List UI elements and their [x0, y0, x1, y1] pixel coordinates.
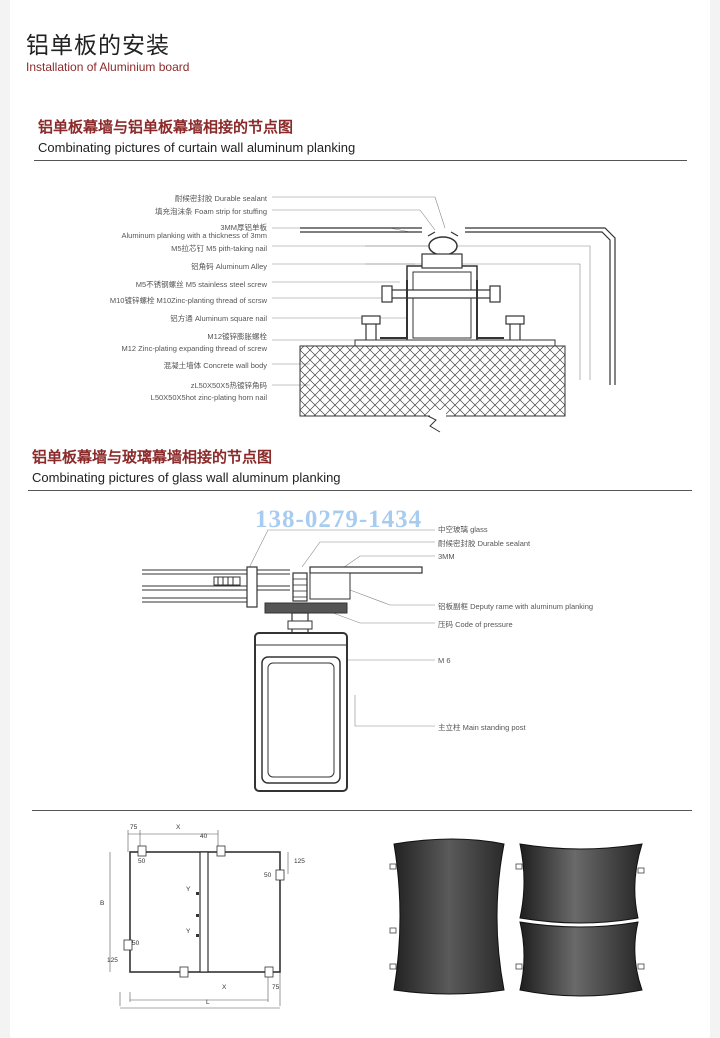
page-subtitle: Installation of Aluminium board — [26, 60, 190, 74]
label-foam-strip: 填充泡沫条 Foam strip for stuffing — [155, 207, 267, 216]
label-angle-cn: zL50X50X5热镀锌角码 — [190, 381, 267, 390]
sealant-foam — [428, 236, 458, 256]
section1-title-cn: 铝单板幕墙与铝单板幕墙相接的节点图 — [38, 118, 294, 136]
label-angle-en: L50X50X5hot zinc-plating horn nail — [150, 393, 267, 402]
m10-bolt — [387, 289, 501, 299]
dim-x-top: X — [176, 824, 181, 831]
glass-wall-joint-diagram — [142, 529, 435, 792]
curved-panels-illustration — [389, 838, 645, 997]
label-m5-screw: M5不锈钢螺丝 M5 stainless steel screw — [135, 280, 267, 289]
dim-y2: Y — [186, 928, 191, 935]
dim-75a: 75 — [130, 824, 138, 831]
watermark-phone: 138-0279-1434 — [255, 506, 423, 533]
label-3mm-2: 3MM — [438, 552, 455, 561]
section1-title-en: Combinating pictures of curtain wall alu… — [38, 140, 356, 155]
dim-125b: 125 — [107, 957, 118, 964]
label-code-pressure: 压码 Code of pressure — [438, 620, 513, 629]
curved-panel-left — [393, 838, 505, 995]
curtain-wall-joint-diagram — [272, 196, 616, 433]
label-m10-thread: M10镀锌螺栓 M10Zinc-planting thread of scrsw — [109, 296, 267, 305]
curved-panel-right-bottom — [519, 921, 643, 997]
label-aluminum-alley: 铝角码 Aluminum Alley — [191, 262, 267, 271]
dim-x-bot: X — [222, 984, 227, 991]
label-deputy-frame: 铝板副框 Deputy rame with aluminum planking — [438, 602, 594, 611]
section1-rule — [34, 160, 687, 161]
label-3mm-cn: 3MM厚铝单板 — [220, 223, 267, 232]
aluminum-square-tube — [406, 265, 478, 345]
dim-y1: Y — [186, 886, 191, 893]
section2-rule — [28, 490, 692, 491]
label-pith-nail: M5拉芯钉 M5 pith-taking nail — [171, 244, 267, 253]
dim-50a: 50 — [138, 858, 146, 865]
page-title: 铝单板的安装 — [26, 33, 170, 59]
label-m12-en: M12 Zinc-plating expanding thread of scr… — [121, 344, 268, 353]
curved-panel-right-top — [519, 843, 643, 924]
section3-rule — [32, 810, 692, 811]
dim-l: L — [206, 999, 210, 1006]
label-concrete: 混凝土墙体 Concrete wall body — [163, 361, 267, 370]
dim-b: B — [100, 900, 105, 907]
dim-125a: 125 — [294, 858, 305, 865]
label-m12-cn: M12镀锌膨胀螺栓 — [207, 332, 267, 341]
aluminum-panels — [300, 227, 616, 385]
dim-50b: 50 — [264, 872, 272, 879]
panel-dimension-drawing — [109, 830, 289, 1009]
dim-75b: 75 — [272, 984, 280, 991]
dim-50c: 50 — [132, 940, 140, 947]
pressure-plate — [264, 602, 348, 614]
label-durable-sealant-2: 耐候密封胶 Durable sealant — [438, 539, 531, 548]
aluminum-panel-3mm — [309, 566, 423, 574]
glass-panels — [142, 569, 290, 603]
section2-title-en: Combinating pictures of glass wall alumi… — [32, 470, 341, 485]
label-3mm-en: Aluminum planking with a thickness of 3m… — [121, 231, 267, 240]
label-glass: 中空玻璃 glass — [438, 525, 488, 534]
main-standing-post — [254, 632, 348, 792]
label-m6: M 6 — [438, 656, 451, 665]
label-main-post: 主立柱 Main standing post — [438, 723, 526, 732]
leader-lines — [272, 196, 446, 386]
concrete-wall — [299, 345, 566, 417]
label-durable-sealant: 耐候密封胶 Durable sealant — [174, 194, 267, 203]
dim-40: 40 — [200, 833, 208, 840]
page: 铝单板的安装 Installation of Aluminium board 铝… — [10, 0, 710, 1038]
label-square-nail: 铝方通 Aluminum square nail — [170, 314, 267, 323]
section2-title-cn: 铝单板幕墙与玻璃幕墙相接的节点图 — [32, 448, 273, 466]
